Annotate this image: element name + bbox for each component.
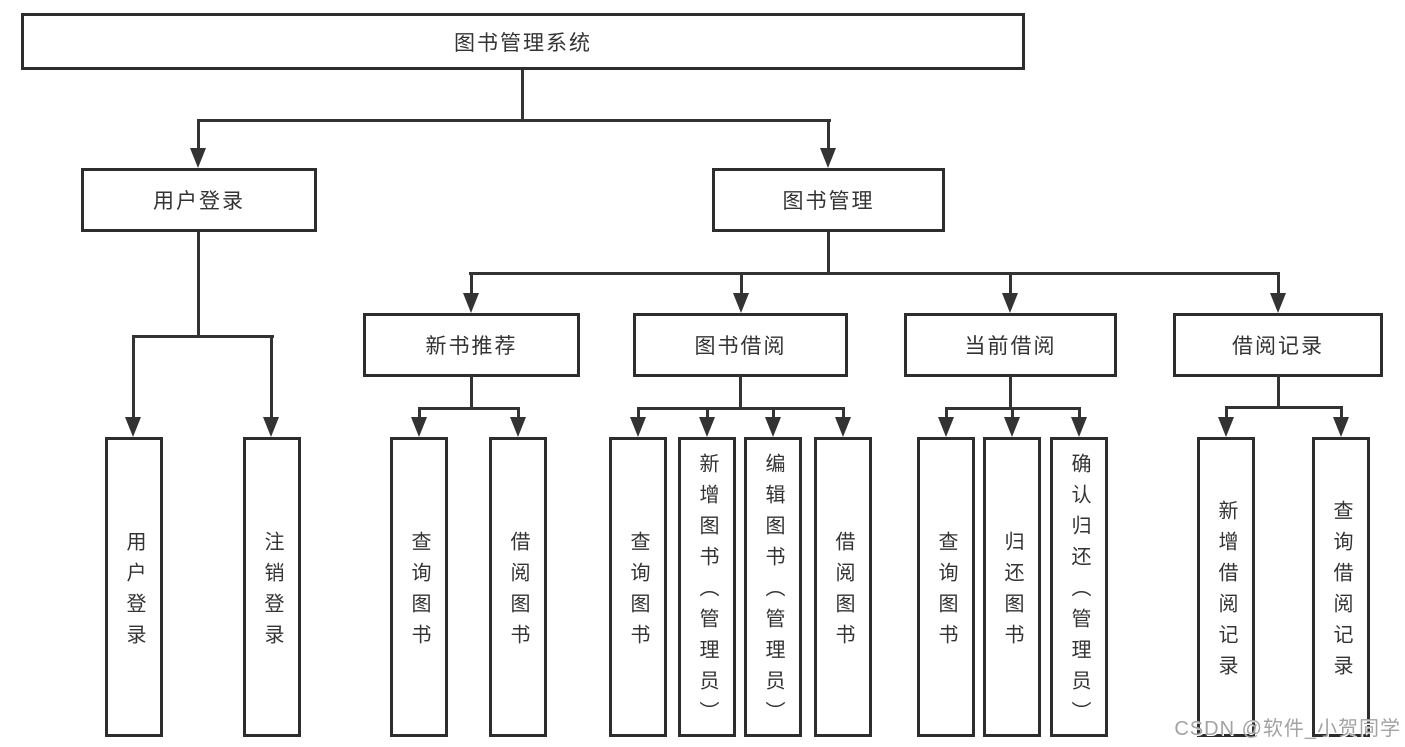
- arrow-down-icon: [938, 417, 954, 437]
- connector-borrowrecords-stem: [1277, 375, 1280, 408]
- connector-bookmgmt-crossbar: [469, 272, 1280, 275]
- arrow-down-icon: [411, 417, 427, 437]
- arrow-down-icon: [1270, 293, 1286, 313]
- leaf-add-book-admin-label: 新增图书（管理员）: [696, 453, 718, 732]
- connector-newbookrec-crossbar: [418, 407, 520, 410]
- connector-currentborrow-arm-2: [1011, 407, 1014, 419]
- connector-bookmgmt-arm-1: [470, 272, 473, 295]
- connector-bookmgmt-arm-3: [1009, 272, 1012, 295]
- connector-bookborrow-crossbar: [637, 407, 845, 410]
- arrow-down-icon: [510, 417, 526, 437]
- connector-borrowrecords-arm-2: [1340, 406, 1343, 419]
- arrow-down-icon: [1218, 417, 1234, 437]
- leaf-edit-book-admin-label: 编辑图书（管理员）: [762, 453, 784, 732]
- leaf-borrow-book-borrowing: 借阅图书: [814, 437, 872, 737]
- leaf-add-borrow-record: 新增借阅记录: [1197, 437, 1255, 737]
- node-borrowing-records: 借阅记录: [1173, 313, 1383, 377]
- csdn-watermark: CSDN @软件_小贺同学: [1174, 718, 1401, 740]
- connector-bookborrow-stem: [739, 375, 742, 409]
- connector-root-arm-right: [827, 119, 830, 150]
- arrow-down-icon: [733, 293, 749, 313]
- connector-currentborrow-arm-1: [945, 407, 948, 419]
- connector-root-crossbar: [197, 119, 831, 122]
- leaf-query-book-current: 查询图书: [917, 437, 975, 737]
- node-borrowing-records-label: 借阅记录: [1232, 335, 1324, 358]
- leaf-logout-label: 注销登录: [261, 530, 283, 655]
- leaf-query-book-recommend-label: 查询图书: [408, 530, 430, 655]
- leaf-query-book-borrowing-label: 查询图书: [627, 530, 649, 655]
- connector-currentborrow-arm-3: [1078, 407, 1081, 419]
- leaf-user-login-label: 用户登录: [123, 530, 145, 655]
- arrow-down-icon: [263, 417, 279, 437]
- leaf-confirm-return-admin: 确认归还（管理员）: [1050, 437, 1108, 737]
- leaf-return-book-label: 归还图书: [1001, 530, 1023, 655]
- leaf-user-login: 用户登录: [105, 437, 163, 737]
- leaf-edit-book-admin: 编辑图书（管理员）: [744, 437, 802, 737]
- node-library-system-label: 图书管理系统: [454, 31, 592, 55]
- node-user-login-label: 用户登录: [153, 190, 245, 213]
- connector-borrowrecords-crossbar: [1225, 406, 1343, 409]
- leaf-query-book-current-label: 查询图书: [935, 530, 957, 655]
- leaf-query-borrow-record-label: 查询借阅记录: [1330, 499, 1352, 686]
- arrow-down-icon: [463, 293, 479, 313]
- arrow-down-icon: [699, 417, 715, 437]
- arrow-down-icon: [125, 417, 141, 437]
- leaf-borrow-book-recommend: 借阅图书: [489, 437, 547, 737]
- arrow-down-icon: [820, 148, 836, 168]
- connector-newbookrec-stem: [470, 375, 473, 409]
- connector-root-stem: [521, 70, 524, 120]
- connector-newbookrec-arm-1: [418, 407, 421, 419]
- connector-newbookrec-arm-2: [517, 407, 520, 419]
- leaf-add-borrow-record-label: 新增借阅记录: [1215, 499, 1237, 686]
- connector-bookmgmt-stem: [827, 232, 830, 275]
- leaf-query-borrow-record: 查询借阅记录: [1312, 437, 1370, 737]
- connector-bookborrow-arm-1: [637, 407, 640, 419]
- leaf-query-book-borrowing: 查询图书: [609, 437, 667, 737]
- connector-currentborrow-stem: [1009, 375, 1012, 409]
- leaf-borrow-book-recommend-label: 借阅图书: [507, 530, 529, 655]
- leaf-confirm-return-admin-label: 确认归还（管理员）: [1068, 453, 1090, 732]
- node-library-system: 图书管理系统: [21, 13, 1025, 70]
- arrow-down-icon: [630, 417, 646, 437]
- connector-root-arm-left: [197, 119, 200, 150]
- arrow-down-icon: [1333, 417, 1349, 437]
- node-current-borrowing-label: 当前借阅: [964, 335, 1057, 358]
- leaf-return-book: 归还图书: [983, 437, 1041, 737]
- arrow-down-icon: [1004, 417, 1020, 437]
- node-book-management: 图书管理: [712, 168, 945, 232]
- connector-bookborrow-arm-4: [842, 407, 845, 419]
- leaf-borrow-book-borrowing-label: 借阅图书: [832, 530, 854, 655]
- connector-bookmgmt-arm-2: [740, 272, 743, 295]
- arrow-down-icon: [1002, 293, 1018, 313]
- node-current-borrowing: 当前借阅: [904, 313, 1117, 377]
- node-user-login: 用户登录: [81, 168, 317, 232]
- node-book-borrowing-label: 图书借阅: [694, 335, 787, 358]
- node-new-book-recommend: 新书推荐: [363, 313, 580, 377]
- arrow-down-icon: [765, 417, 781, 437]
- arrow-down-icon: [190, 148, 206, 168]
- connector-userlogin-arm-1: [132, 335, 135, 419]
- arrow-down-icon: [1071, 417, 1087, 437]
- arrow-down-icon: [835, 417, 851, 437]
- connector-userlogin-crossbar: [132, 335, 274, 338]
- connector-bookborrow-arm-2: [706, 407, 709, 419]
- leaf-add-book-admin: 新增图书（管理员）: [678, 437, 736, 737]
- connector-bookmgmt-arm-4: [1277, 272, 1280, 295]
- connector-userlogin-stem: [197, 232, 200, 338]
- leaf-query-book-recommend: 查询图书: [390, 437, 448, 737]
- connector-userlogin-arm-2: [270, 335, 273, 419]
- connector-borrowrecords-arm-1: [1225, 406, 1228, 419]
- node-new-book-recommend-label: 新书推荐: [425, 335, 518, 358]
- node-book-borrowing: 图书借阅: [633, 313, 848, 377]
- leaf-logout: 注销登录: [243, 437, 301, 737]
- node-book-management-label: 图书管理: [782, 190, 875, 213]
- connector-bookborrow-arm-3: [772, 407, 775, 419]
